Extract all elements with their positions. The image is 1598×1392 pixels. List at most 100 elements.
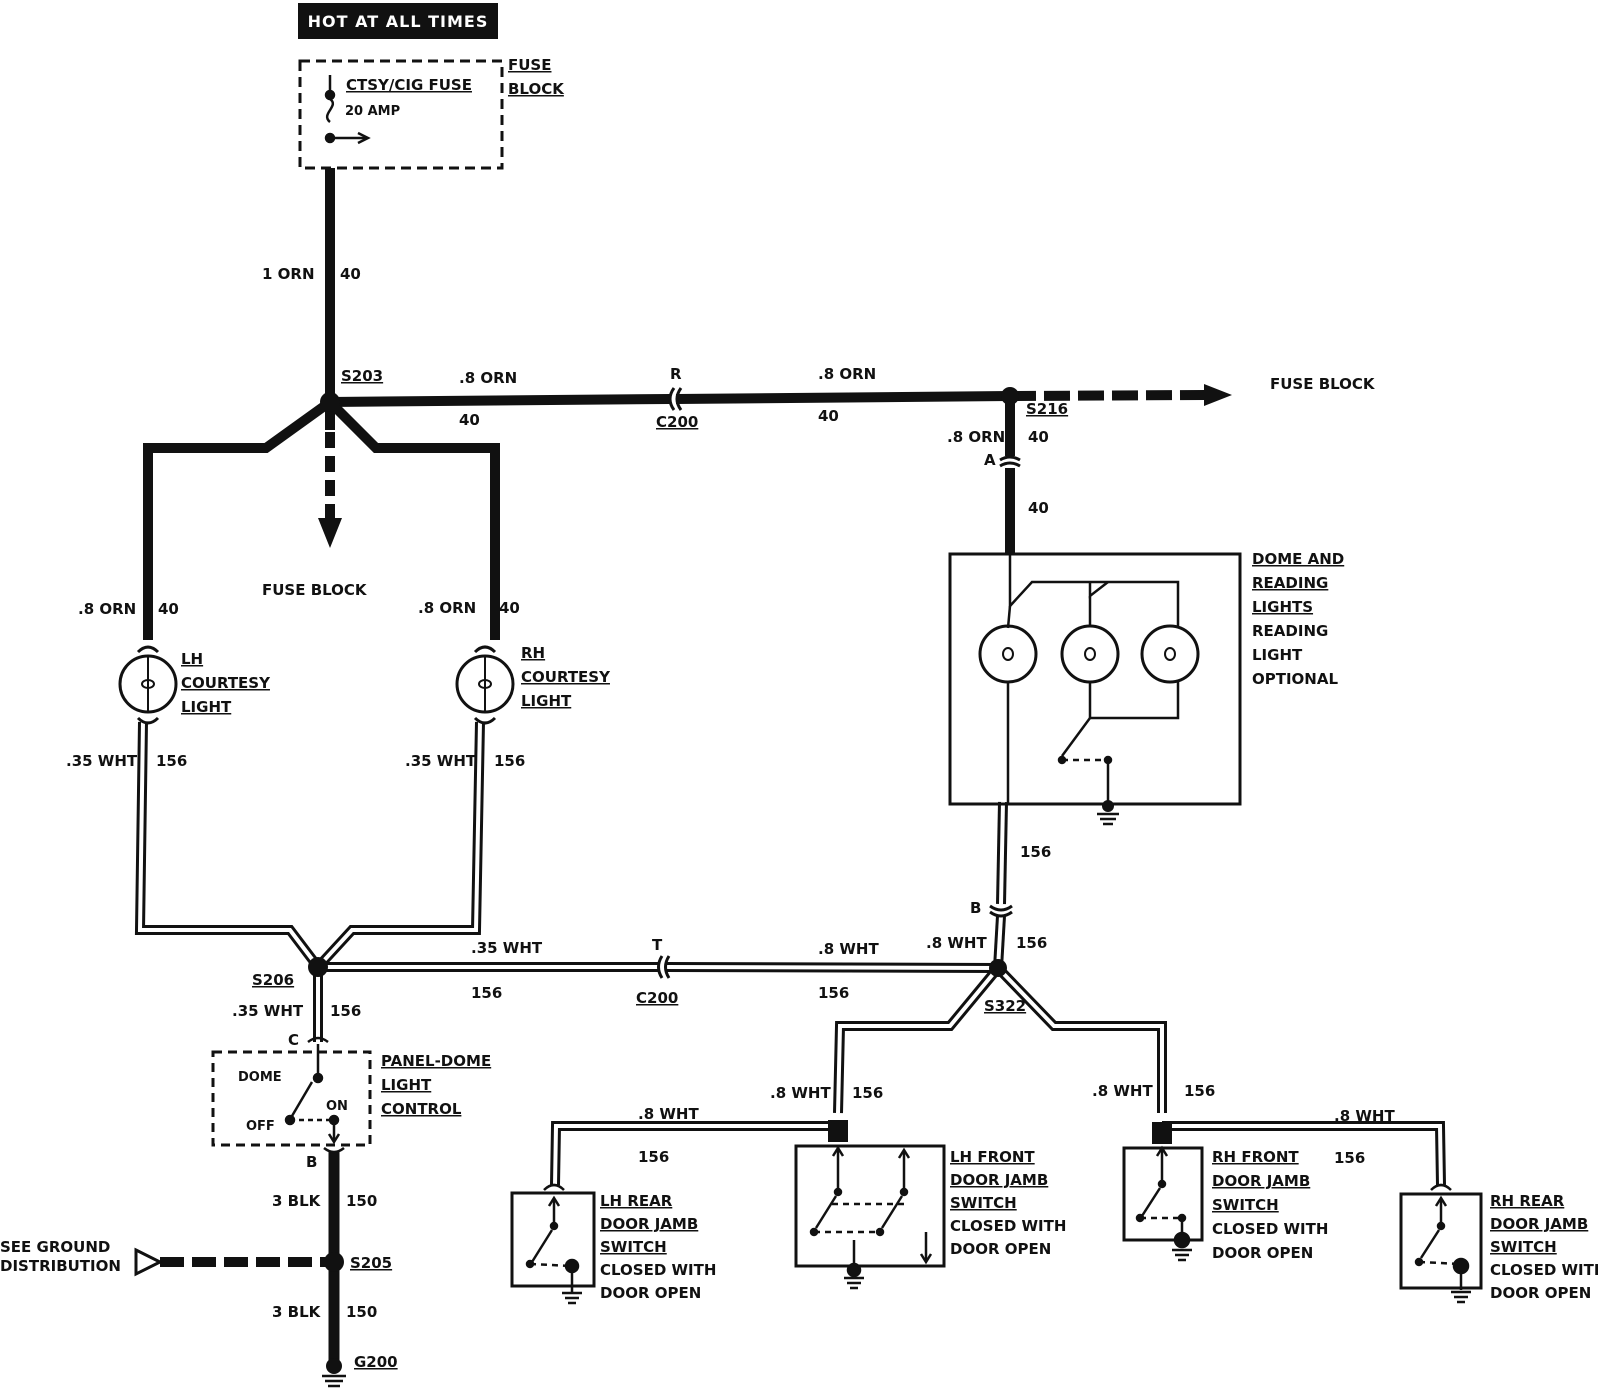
wire-rh-front-gauge: .8 WHT [1092,1082,1153,1100]
wire-lh-feed-gauge: .8 ORN [78,600,136,618]
panel-dome-position-label: DOME [238,1070,282,1085]
fuse-block-label-line2: BLOCK [508,80,565,98]
dome-label-line5: LIGHT [1252,646,1303,664]
wire-s322-up-circuit: 156 [1016,934,1047,952]
rh-front-line5: DOOR OPEN [1212,1244,1313,1262]
wire-dome-return-circuit: 156 [1020,843,1051,861]
connector-a [999,455,1021,468]
lh-courtesy-line2: COURTESY [181,674,271,692]
panel-label-line3: CONTROL [381,1100,462,1118]
wire-top-right-gauge: .8 ORN [818,365,876,383]
connector-b-dome [989,904,1013,918]
rh-front-line2: DOOR JAMB [1212,1172,1310,1190]
wire-top-left-circuit: 40 [459,411,480,429]
fuse-block-right-arrow-icon [1204,384,1232,406]
wire-top-right-circuit: 40 [818,407,839,425]
lh-courtesy-line1: LH [181,650,203,668]
rh-front-line4: CLOSED WITH [1212,1220,1328,1238]
ground-g200-symbol [322,1358,346,1388]
rh-front-line1: RH FRONT [1212,1148,1299,1166]
fuse-block-right-dashed-wire [1009,390,1207,401]
hot-at-all-times-label: HOT AT ALL TIMES [308,12,489,31]
wire-bottom-left-circuit: 156 [471,984,502,1002]
lh-rear-line1: LH REAR [600,1192,673,1210]
splice-s203-dot [320,392,340,412]
dome-label-line6: OPTIONAL [1252,670,1338,688]
wire-ground-lower-gauge: 3 BLK [272,1303,322,1321]
rh-rear-line1: RH REAR [1490,1192,1565,1210]
panel-dome-light-control-label: PANEL-DOME LIGHT CONTROL [381,1052,491,1118]
wire-lh-return-gauge: .35 WHT [66,752,138,770]
connector-c200-r-letter: R [670,365,682,383]
wire-bottom-right-gauge: .8 WHT [818,940,879,958]
lh-rear-line3: SWITCH [600,1238,667,1256]
connector-c200-t [657,955,671,979]
splice-s322-dot [989,959,1007,977]
wire-dome-feed-circuit: 40 [1028,499,1049,517]
lh-front-line4: CLOSED WITH [950,1217,1066,1235]
dome-reading-lights-box [948,552,1242,806]
hot-at-all-times-banner [298,3,498,39]
wire-rh-front-circuit: 156 [1184,1082,1215,1100]
rh-rear-switch-label: RH REAR DOOR JAMB SWITCH CLOSED WITH DOO… [1490,1192,1598,1302]
lh-front-line3: SWITCH [950,1194,1017,1212]
wire-lh-front-circuit: 156 [852,1084,883,1102]
connector-c200-r-name: C200 [656,413,698,431]
rh-rear-line2: DOOR JAMB [1490,1215,1588,1233]
splice-s205-dot [324,1252,344,1272]
lh-front-switch-label: LH FRONT DOOR JAMB SWITCH CLOSED WITH DO… [950,1148,1066,1258]
connector-c200-t-letter: T [652,936,663,954]
rh-rear-line3: SWITCH [1490,1238,1557,1256]
wire-s216-down-gauge: .8 ORN [947,428,1005,446]
rh-front-switch-symbol [1135,1122,1192,1262]
lh-rear-switch-symbol [525,1183,582,1305]
dome-label-line1: DOME AND [1252,550,1344,568]
lh-rear-switch-label: LH REAR DOOR JAMB SWITCH CLOSED WITH DOO… [600,1192,716,1302]
wire-rh-return-gauge: .35 WHT [405,752,477,770]
connector-b-dome-letter: B [970,899,981,917]
rh-front-switch-label: RH FRONT DOOR JAMB SWITCH CLOSED WITH DO… [1212,1148,1328,1262]
panel-label-line2: LIGHT [381,1076,432,1094]
lh-front-door-jamb-switch-box [794,1144,946,1268]
fuse-block-box [298,59,504,170]
wire-ground-upper-circuit: 150 [346,1192,377,1210]
panel-dome-light-control-box [211,1050,372,1147]
lh-front-line5: DOOR OPEN [950,1240,1051,1258]
fuse-name: CTSY/CIG FUSE [346,76,472,94]
wire-rh-feed-gauge: .8 ORN [418,599,476,617]
dome-label-line3: LIGHTS [1252,598,1313,616]
rh-courtesy-line2: COURTESY [521,668,611,686]
connector-c200-r [668,387,683,411]
dome-label-line2: READING [1252,574,1328,592]
wire-rh-return-circuit: 156 [494,752,525,770]
wire-s216-down-circuit: 40 [1028,428,1049,446]
rh-courtesy-light-label: RH COURTESY LIGHT [521,644,611,710]
panel-label-line1: PANEL-DOME [381,1052,491,1070]
wire-ground-lower-circuit: 150 [346,1303,377,1321]
rh-rear-door-jamb-switch-box [1399,1192,1483,1290]
fuse-block-right-label: FUSE BLOCK [1270,375,1376,393]
rh-rear-switch-symbol [1414,1183,1471,1304]
splice-s206-dot [308,957,328,977]
lh-courtesy-line3: LIGHT [181,698,232,716]
splice-s322-label: S322 [984,997,1026,1015]
splice-s216-label: S216 [1026,400,1068,418]
connector-b-panel-letter: B [306,1153,317,1171]
wire-s206-down-gauge: .35 WHT [232,1002,304,1020]
panel-dome-switch-symbol [284,1036,345,1154]
wire-lh-front-gauge: .8 WHT [770,1084,831,1102]
panel-on-position-label: ON [326,1099,348,1114]
lh-rear-door-jamb-switch-box [510,1191,596,1288]
lh-front-line2: DOOR JAMB [950,1171,1048,1189]
dome-label-line4: READING [1252,622,1328,640]
lh-rear-line2: DOOR JAMB [600,1215,698,1233]
wire-bottom-right-circuit: 156 [818,984,849,1002]
wire-ground-upper-gauge: 3 BLK [272,1192,322,1210]
fuse-rating: 20 AMP [345,104,400,119]
rh-rear-line5: DOOR OPEN [1490,1284,1591,1302]
dome-reading-lights-internal-wiring [1006,554,1180,826]
dome-reading-lights-label: DOME AND READING LIGHTS READING LIGHT OP… [1252,550,1344,688]
reading-light-bulb-left [1060,624,1120,684]
lh-rear-line5: DOOR OPEN [600,1284,701,1302]
